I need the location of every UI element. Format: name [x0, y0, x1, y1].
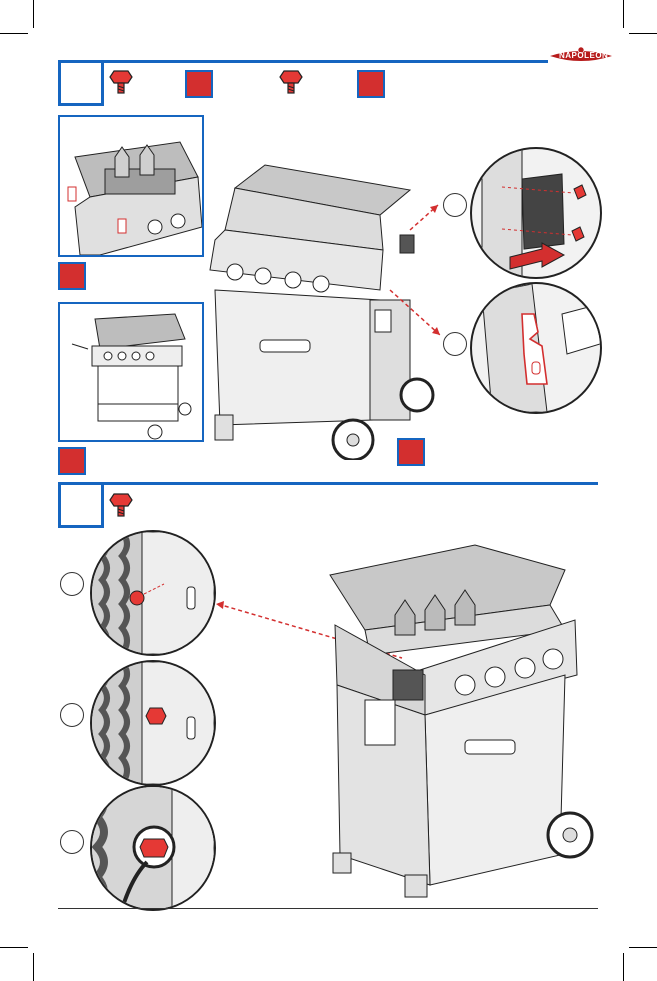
brand-logo: NAPOLEON	[548, 46, 614, 66]
callout-marker	[60, 830, 84, 854]
callout-marker	[443, 332, 467, 356]
detail-circle-tag-slot	[470, 282, 602, 414]
crop-mark	[623, 953, 624, 981]
bolt-icon	[278, 67, 308, 100]
crop-mark	[629, 947, 657, 948]
brand-logo-text: NAPOLEON	[559, 51, 608, 60]
step-2-rule	[58, 482, 598, 485]
detail-circle-bolt-tight	[90, 660, 216, 786]
callout-marker	[443, 193, 467, 217]
crop-mark	[33, 953, 34, 981]
callout-arrows-step1	[380, 195, 460, 345]
red-square-marker	[185, 70, 213, 98]
crop-mark	[629, 33, 657, 34]
step-1-box	[58, 60, 104, 106]
bolt-icon	[108, 67, 138, 100]
crop-mark	[623, 0, 624, 28]
grill-overview-illustration	[60, 304, 202, 440]
crop-mark	[33, 0, 34, 28]
detail-panel-full-grill	[58, 302, 204, 442]
crop-mark	[0, 33, 28, 34]
detail-panel-lid-tags	[58, 115, 204, 257]
bolt-icon	[108, 490, 138, 523]
grill-main-illustration-step2	[325, 535, 595, 900]
footer-rule	[58, 908, 598, 909]
red-square-marker	[58, 262, 86, 290]
header-rule	[58, 60, 548, 63]
detail-circle-bracket-screws	[470, 147, 602, 279]
red-square-marker	[357, 70, 385, 98]
red-square-marker	[58, 447, 86, 475]
detail-circle-bolt-insert	[90, 530, 216, 656]
callout-marker	[60, 703, 84, 727]
grill-lid-illustration	[60, 117, 202, 255]
detail-circle-bolt-closeup	[90, 785, 216, 911]
step-2-box	[58, 482, 104, 528]
red-square-marker	[397, 438, 425, 466]
crop-mark	[0, 947, 28, 948]
callout-marker	[60, 572, 84, 596]
